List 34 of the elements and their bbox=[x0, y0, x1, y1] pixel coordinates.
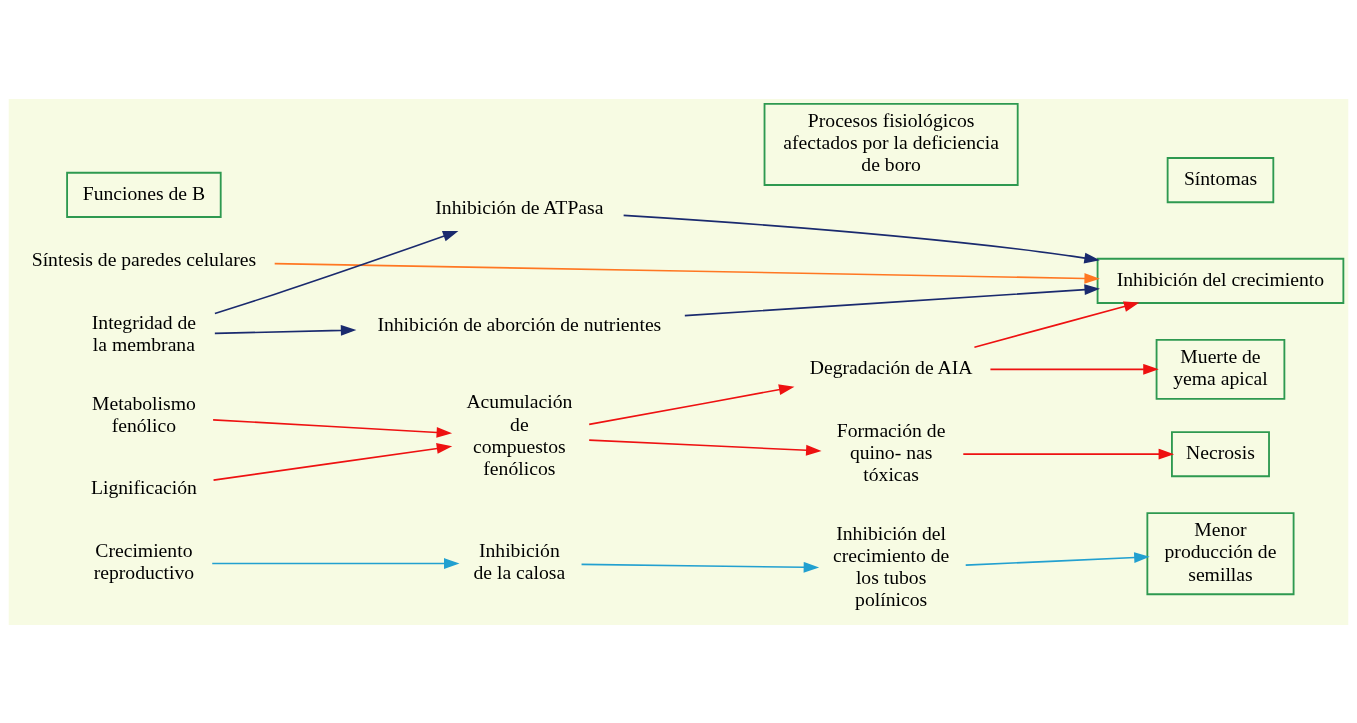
node-text: Metabolismo fenólico bbox=[92, 391, 196, 436]
arrow bbox=[962, 448, 1175, 460]
arrow bbox=[214, 230, 459, 314]
arrow bbox=[211, 557, 460, 569]
node-text: Integridad de la membrana bbox=[91, 310, 197, 355]
node-text: Acumulación de compuestos fenólicos bbox=[466, 389, 573, 479]
node-text: Crecimiento reproductivo bbox=[93, 538, 195, 583]
node-text: Inhibición de la calosa bbox=[473, 538, 566, 583]
node-box: Menor producción de semillas bbox=[1146, 511, 1295, 595]
node-box: Inhibición del crecimiento bbox=[1096, 257, 1345, 304]
arrow bbox=[588, 383, 795, 425]
arrow bbox=[588, 438, 822, 456]
arrow bbox=[973, 300, 1140, 348]
arrow bbox=[989, 363, 1159, 375]
node-box: Muerte de yema apical bbox=[1155, 338, 1286, 400]
node-text: Inhibición de aborción de nutrientes bbox=[377, 312, 662, 335]
arrow bbox=[580, 561, 820, 573]
node-text: Inhibición del crecimiento de los tubos polínicos bbox=[832, 521, 950, 610]
node-box: Síntomas bbox=[1166, 156, 1275, 203]
arrow bbox=[214, 324, 357, 336]
arrow bbox=[622, 214, 1100, 263]
node-text: Síntesis de paredes celulares bbox=[31, 247, 257, 270]
node-text: Lignificación bbox=[90, 475, 197, 498]
node-box: Procesos fisiológicos afectados por la deficiencia de boro bbox=[763, 102, 1019, 186]
node-text: Inhibición de ATPasa bbox=[435, 195, 604, 218]
node-box: Necrosis bbox=[1171, 430, 1270, 477]
arrow bbox=[212, 418, 453, 438]
arrow bbox=[273, 262, 1100, 284]
node-text: Formación de quino- nas tóxicas bbox=[836, 418, 946, 485]
node-text: Degradación de AIA bbox=[809, 355, 973, 378]
node-box: Funciones de B bbox=[66, 171, 222, 218]
arrow bbox=[684, 283, 1100, 316]
arrow bbox=[212, 442, 453, 481]
arrow bbox=[964, 551, 1150, 566]
